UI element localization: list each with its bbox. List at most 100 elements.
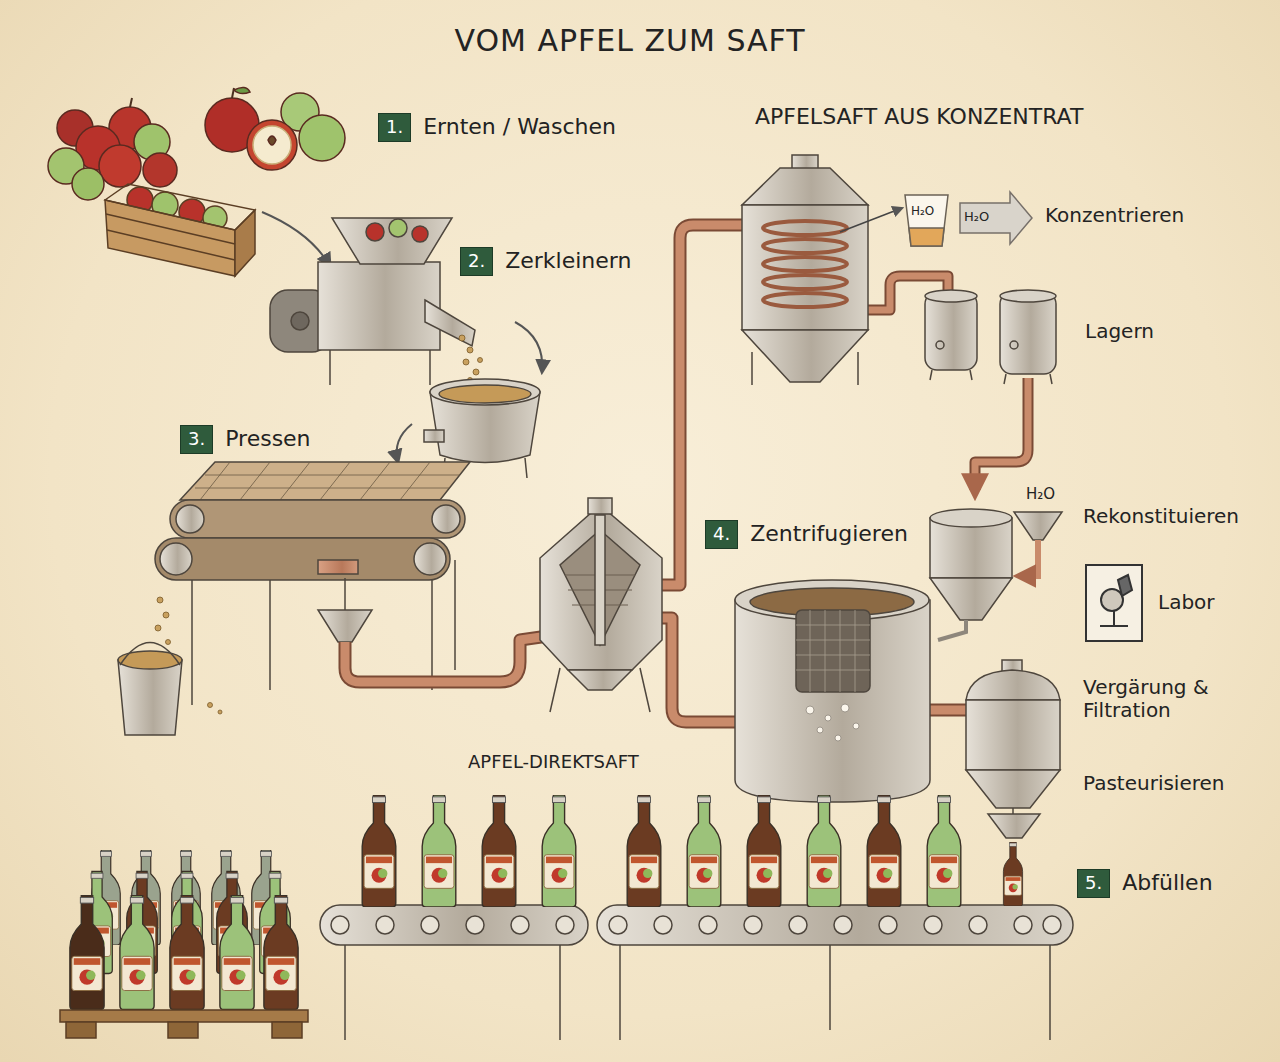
conveyor bbox=[320, 905, 1073, 1040]
belt-press-part bbox=[414, 543, 446, 575]
bottle-pallet-part bbox=[66, 1022, 96, 1038]
fermentation-tank-part-part bbox=[825, 715, 831, 721]
belt-press-part-part bbox=[280, 462, 310, 500]
centrifuge-part-part bbox=[602, 590, 632, 591]
apple-crate-part bbox=[106, 214, 235, 244]
process-label: Lagern bbox=[1085, 320, 1154, 343]
bottle-pallet-part bbox=[264, 896, 298, 1010]
evaporator bbox=[742, 155, 868, 385]
mixing-tank-part bbox=[1014, 512, 1062, 540]
bottles-part bbox=[687, 795, 721, 907]
bottle-pallet-part bbox=[70, 896, 104, 1010]
bottles-part bbox=[927, 795, 961, 907]
step-name: Ernten / Waschen bbox=[423, 114, 616, 140]
evaporator-part-part bbox=[763, 293, 847, 307]
evaporator-part bbox=[751, 352, 753, 385]
pipes-part bbox=[928, 706, 968, 715]
grinder-part-part bbox=[459, 335, 465, 341]
process-label: Labor bbox=[1158, 591, 1215, 614]
pipes-part bbox=[345, 636, 548, 682]
lab-icon-part bbox=[1101, 589, 1123, 611]
step-label: 3.Pressen bbox=[180, 425, 311, 454]
fermentation-tank-part bbox=[806, 704, 859, 741]
pipes-part bbox=[975, 378, 1028, 490]
pomace-bucket-part bbox=[118, 660, 182, 735]
bottles bbox=[362, 795, 1022, 907]
conveyor-part bbox=[559, 945, 561, 1040]
bottles-part bbox=[747, 795, 781, 907]
conveyor-part bbox=[344, 945, 346, 1040]
grinder-part bbox=[389, 219, 407, 237]
evaporator-part-part bbox=[763, 221, 847, 235]
lab-icon-part bbox=[1100, 611, 1128, 626]
centrifuge bbox=[540, 498, 662, 712]
bottle-pallet-part bbox=[120, 896, 154, 1010]
grinder-part bbox=[329, 350, 331, 385]
pipes-part bbox=[655, 225, 748, 585]
storage-tanks-part bbox=[936, 341, 944, 349]
pomace-bucket bbox=[118, 643, 182, 736]
belt-press-part-part bbox=[320, 462, 350, 500]
fermentation-tank-part-part bbox=[825, 610, 826, 692]
water-symbol: H₂O bbox=[911, 205, 934, 219]
mash-bowl-part bbox=[439, 385, 531, 403]
step-number: 2. bbox=[460, 247, 493, 276]
grinder-part bbox=[412, 226, 428, 242]
apples-part bbox=[72, 168, 104, 200]
water-glass-part bbox=[909, 228, 944, 246]
grinder-part-part bbox=[478, 358, 483, 363]
conveyor-part-part bbox=[1043, 916, 1061, 934]
evaporator-part bbox=[742, 205, 868, 330]
lab-icon-part bbox=[1086, 565, 1142, 641]
conveyor-part-part bbox=[924, 916, 942, 934]
water-glass bbox=[905, 195, 948, 246]
step-label: 2.Zerkleinern bbox=[460, 247, 631, 276]
process-label: Pasteurisieren bbox=[1083, 772, 1224, 795]
conveyor-part-part bbox=[376, 916, 394, 934]
belt-press-part-part bbox=[240, 462, 270, 500]
conveyor-part-part bbox=[879, 916, 897, 934]
centrifuge-part-part bbox=[568, 590, 598, 591]
conveyor-part-part bbox=[466, 916, 484, 934]
centrifuge-part bbox=[540, 505, 662, 670]
belt-press-part bbox=[432, 505, 460, 533]
fermentation-tank-part-part bbox=[796, 670, 870, 671]
bottle-pallet bbox=[60, 850, 308, 1038]
pasteurizer bbox=[966, 660, 1060, 838]
centrifuge-part-part bbox=[565, 575, 598, 576]
conveyor-part-part bbox=[609, 916, 627, 934]
bottles-part bbox=[807, 795, 841, 907]
flow-arrow bbox=[515, 322, 542, 372]
fermentation-tank-part-part bbox=[841, 704, 849, 712]
evaporator-part bbox=[742, 330, 868, 382]
process-label: Vergärung & Filtration bbox=[1083, 676, 1258, 722]
pasteurizer-part bbox=[966, 670, 1060, 700]
flow-arrow bbox=[262, 212, 330, 266]
storage-tanks-part bbox=[1000, 292, 1056, 374]
section-heading: APFEL-DIREKTSAFT bbox=[468, 752, 639, 773]
apples-part bbox=[299, 115, 345, 161]
water-symbol: H₂O bbox=[1026, 486, 1055, 503]
mixing-tank-part bbox=[1022, 540, 1038, 576]
conveyor-part-part bbox=[331, 916, 349, 934]
step-name: Abfüllen bbox=[1122, 870, 1212, 896]
apples-part bbox=[143, 153, 177, 187]
fermentation-tank bbox=[735, 580, 930, 802]
belt-press-part-part bbox=[208, 703, 213, 708]
centrifuge-part-part bbox=[572, 605, 598, 606]
bottles-part bbox=[542, 795, 576, 907]
bottles-part bbox=[482, 795, 516, 907]
belt-press-part bbox=[176, 505, 204, 533]
conveyor-part-part bbox=[699, 916, 717, 934]
storage-tanks-part bbox=[1010, 341, 1018, 349]
bottle-pallet-part bbox=[168, 1022, 198, 1038]
centrifuge-part bbox=[595, 515, 605, 645]
belt-press-part-part bbox=[200, 462, 230, 500]
belt-press-part bbox=[454, 560, 456, 670]
pasteurizer-part bbox=[966, 770, 1060, 808]
storage-tanks-part bbox=[1050, 374, 1052, 384]
pipes-part bbox=[975, 378, 1028, 490]
flow-arrow bbox=[397, 424, 412, 462]
grinder-part-part bbox=[463, 359, 469, 365]
centrifuge-part-part bbox=[602, 605, 628, 606]
